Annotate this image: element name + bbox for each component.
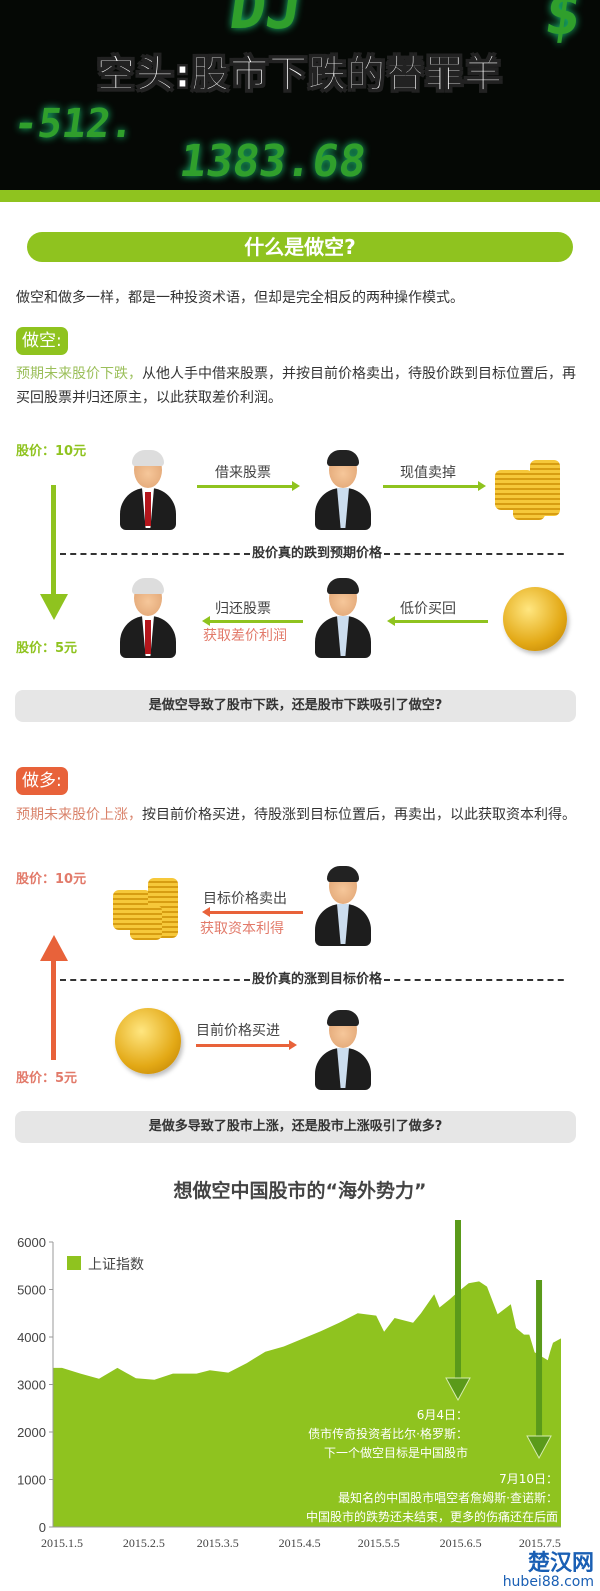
highlight: 预期未来股价下跌， <box>16 366 142 382</box>
annotation-arrow-shaft-icon <box>536 1280 543 1438</box>
annotation-line: 下一个做空目标是中国股市 <box>323 1446 468 1460</box>
coin-icon <box>503 587 567 651</box>
right-arrow-icon <box>197 481 300 491</box>
index-chart: 0 1000 2000 3000 4000 5000 6000 2015.1.5 2015.2.… <box>17 1220 561 1550</box>
down-arrow-icon <box>51 485 56 595</box>
annotation-line: 7月10日： <box>499 1472 558 1486</box>
right-arrow-icon <box>196 1040 297 1050</box>
price-low: 股价：5元 <box>16 1071 78 1086</box>
coin-icon <box>115 1008 181 1074</box>
step-label: 借来股票 <box>215 465 271 481</box>
y-tick-label: 4000 <box>17 1330 46 1345</box>
section-heading: 什么是做空? <box>27 232 573 262</box>
up-arrow-head-icon <box>40 935 68 961</box>
annotation-line: 6月4日： <box>416 1408 468 1422</box>
intro-text: 做空和做多一样，都是一种投资术语，但却是完全相反的两种操作模式。 <box>16 290 464 306</box>
left-arrow-icon <box>202 616 303 626</box>
y-tick-label: 6000 <box>17 1235 46 1250</box>
chart-title: 想做空中国股市的“海外势力” <box>173 1180 427 1202</box>
annotation-chanos: 7月10日： 最知名的中国股市唱空者詹姆斯·查诺斯： 中国股市的跌势还未结束，更… <box>306 1470 558 1527</box>
down-arrow-head-icon <box>40 594 68 620</box>
index-area <box>53 1281 561 1527</box>
watermark-name: 楚汉网 <box>527 1551 594 1576</box>
y-tick-label: 3000 <box>17 1378 46 1393</box>
question-bar: 是做空导致了股市下跌，还是股市下跌吸引了做空? <box>15 690 576 722</box>
left-arrow-icon <box>202 907 303 917</box>
left-arrow-icon <box>387 616 488 626</box>
y-tick-label: 5000 <box>17 1283 46 1298</box>
buyer-person-icon <box>313 1010 373 1090</box>
annotation-arrow-shaft-icon <box>455 1220 461 1380</box>
watermark-url: hubei88.com <box>502 1574 594 1590</box>
bg-digits: DJ <box>225 0 308 43</box>
price-high: 股价：10元 <box>16 872 87 887</box>
short-description: 预期未来股价下跌，从他人手中借来股票，并按目前价格卖出，待股价跌到目标位置后，再… <box>16 362 588 410</box>
y-tick-label: 1000 <box>17 1473 46 1488</box>
down-arrow-icon <box>445 1377 471 1402</box>
bg-digits: -512. <box>10 101 138 147</box>
annotation-line: 最知名的中国股市唱空者詹姆斯·查诺斯： <box>338 1491 558 1505</box>
header-strip <box>0 190 600 202</box>
up-arrow-icon <box>51 960 56 1060</box>
annotation-line: 债市传奇投资者比尔·格罗斯： <box>308 1427 468 1441</box>
step-label: 目前价格买进 <box>196 1023 280 1039</box>
y-tick-label: 2000 <box>17 1425 46 1440</box>
step-label: 低价买回 <box>400 601 456 617</box>
x-tick-label: 2015.5.5 <box>358 1536 400 1550</box>
header-banner: DJ -512. 1383.68 $ 空头:股市下跌的替罪羊 <box>0 0 600 192</box>
x-tick-label: 2015.7.5 <box>519 1536 561 1550</box>
step-label: 归还股票 <box>215 601 271 617</box>
annotation-line: 中国股市的跌势还未结束，更多的伤痛还在后面 <box>305 1510 558 1524</box>
lender-person-icon <box>118 578 178 658</box>
right-arrow-icon <box>383 481 486 491</box>
legend-swatch <box>67 1256 81 1270</box>
x-tick-label: 2015.1.5 <box>41 1536 83 1550</box>
lender-person-icon <box>118 450 178 530</box>
annotation-gross: 6月4日： 债市传奇投资者比尔·格罗斯： 下一个做空目标是中国股市 <box>308 1406 468 1463</box>
step-label: 现值卖掉 <box>400 465 456 481</box>
watermark-logo: 楚汉网 hubei88.com <box>502 1551 594 1590</box>
long-tag: 做多: <box>16 767 68 795</box>
bg-digits: $ <box>540 0 587 49</box>
price-low: 股价：5元 <box>16 641 78 656</box>
description-rest: 从他人手中借来股票，并按目前价格卖出，待股价跌到目标位置后，再买回股票并归还原主… <box>16 366 576 406</box>
divider-rise: 股价真的涨到目标价格 <box>58 968 568 987</box>
down-arrow-icon <box>526 1435 552 1460</box>
profit-label: 获取差价利润 <box>203 628 287 644</box>
x-tick-label: 2015.4.5 <box>279 1536 321 1550</box>
y-tick-label: 0 <box>39 1520 46 1535</box>
long-description: 预期未来股价上涨，按目前价格买进，待股涨到目标位置后，再卖出，以此获取资本利得。 <box>16 803 588 827</box>
legend-label: 上证指数 <box>88 1257 144 1273</box>
buyer-person-icon <box>313 866 373 946</box>
page-title: 空头:股市下跌的替罪羊 <box>96 52 504 97</box>
divider-fall: 股价真的跌到预期价格 <box>58 542 568 561</box>
price-high: 股价：10元 <box>16 444 87 459</box>
short-seller-person-icon <box>313 450 373 530</box>
short-seller-person-icon <box>313 578 373 658</box>
short-tag: 做空: <box>16 327 68 355</box>
profit-label: 获取资本利得 <box>200 921 284 937</box>
highlight: 预期未来股价上涨， <box>16 807 142 823</box>
question-bar: 是做多导致了股市上涨，还是股市上涨吸引了做多? <box>15 1111 576 1143</box>
x-tick-label: 2015.2.5 <box>123 1536 165 1550</box>
bg-digits: 1383.68 <box>176 136 370 187</box>
x-tick-label: 2015.3.5 <box>197 1536 239 1550</box>
step-label: 目标价格卖出 <box>203 891 287 907</box>
x-tick-label: 2015.6.5 <box>440 1536 482 1550</box>
description-rest: 按目前价格买进，待股涨到目标位置后，再卖出，以此获取资本利得。 <box>142 807 576 823</box>
